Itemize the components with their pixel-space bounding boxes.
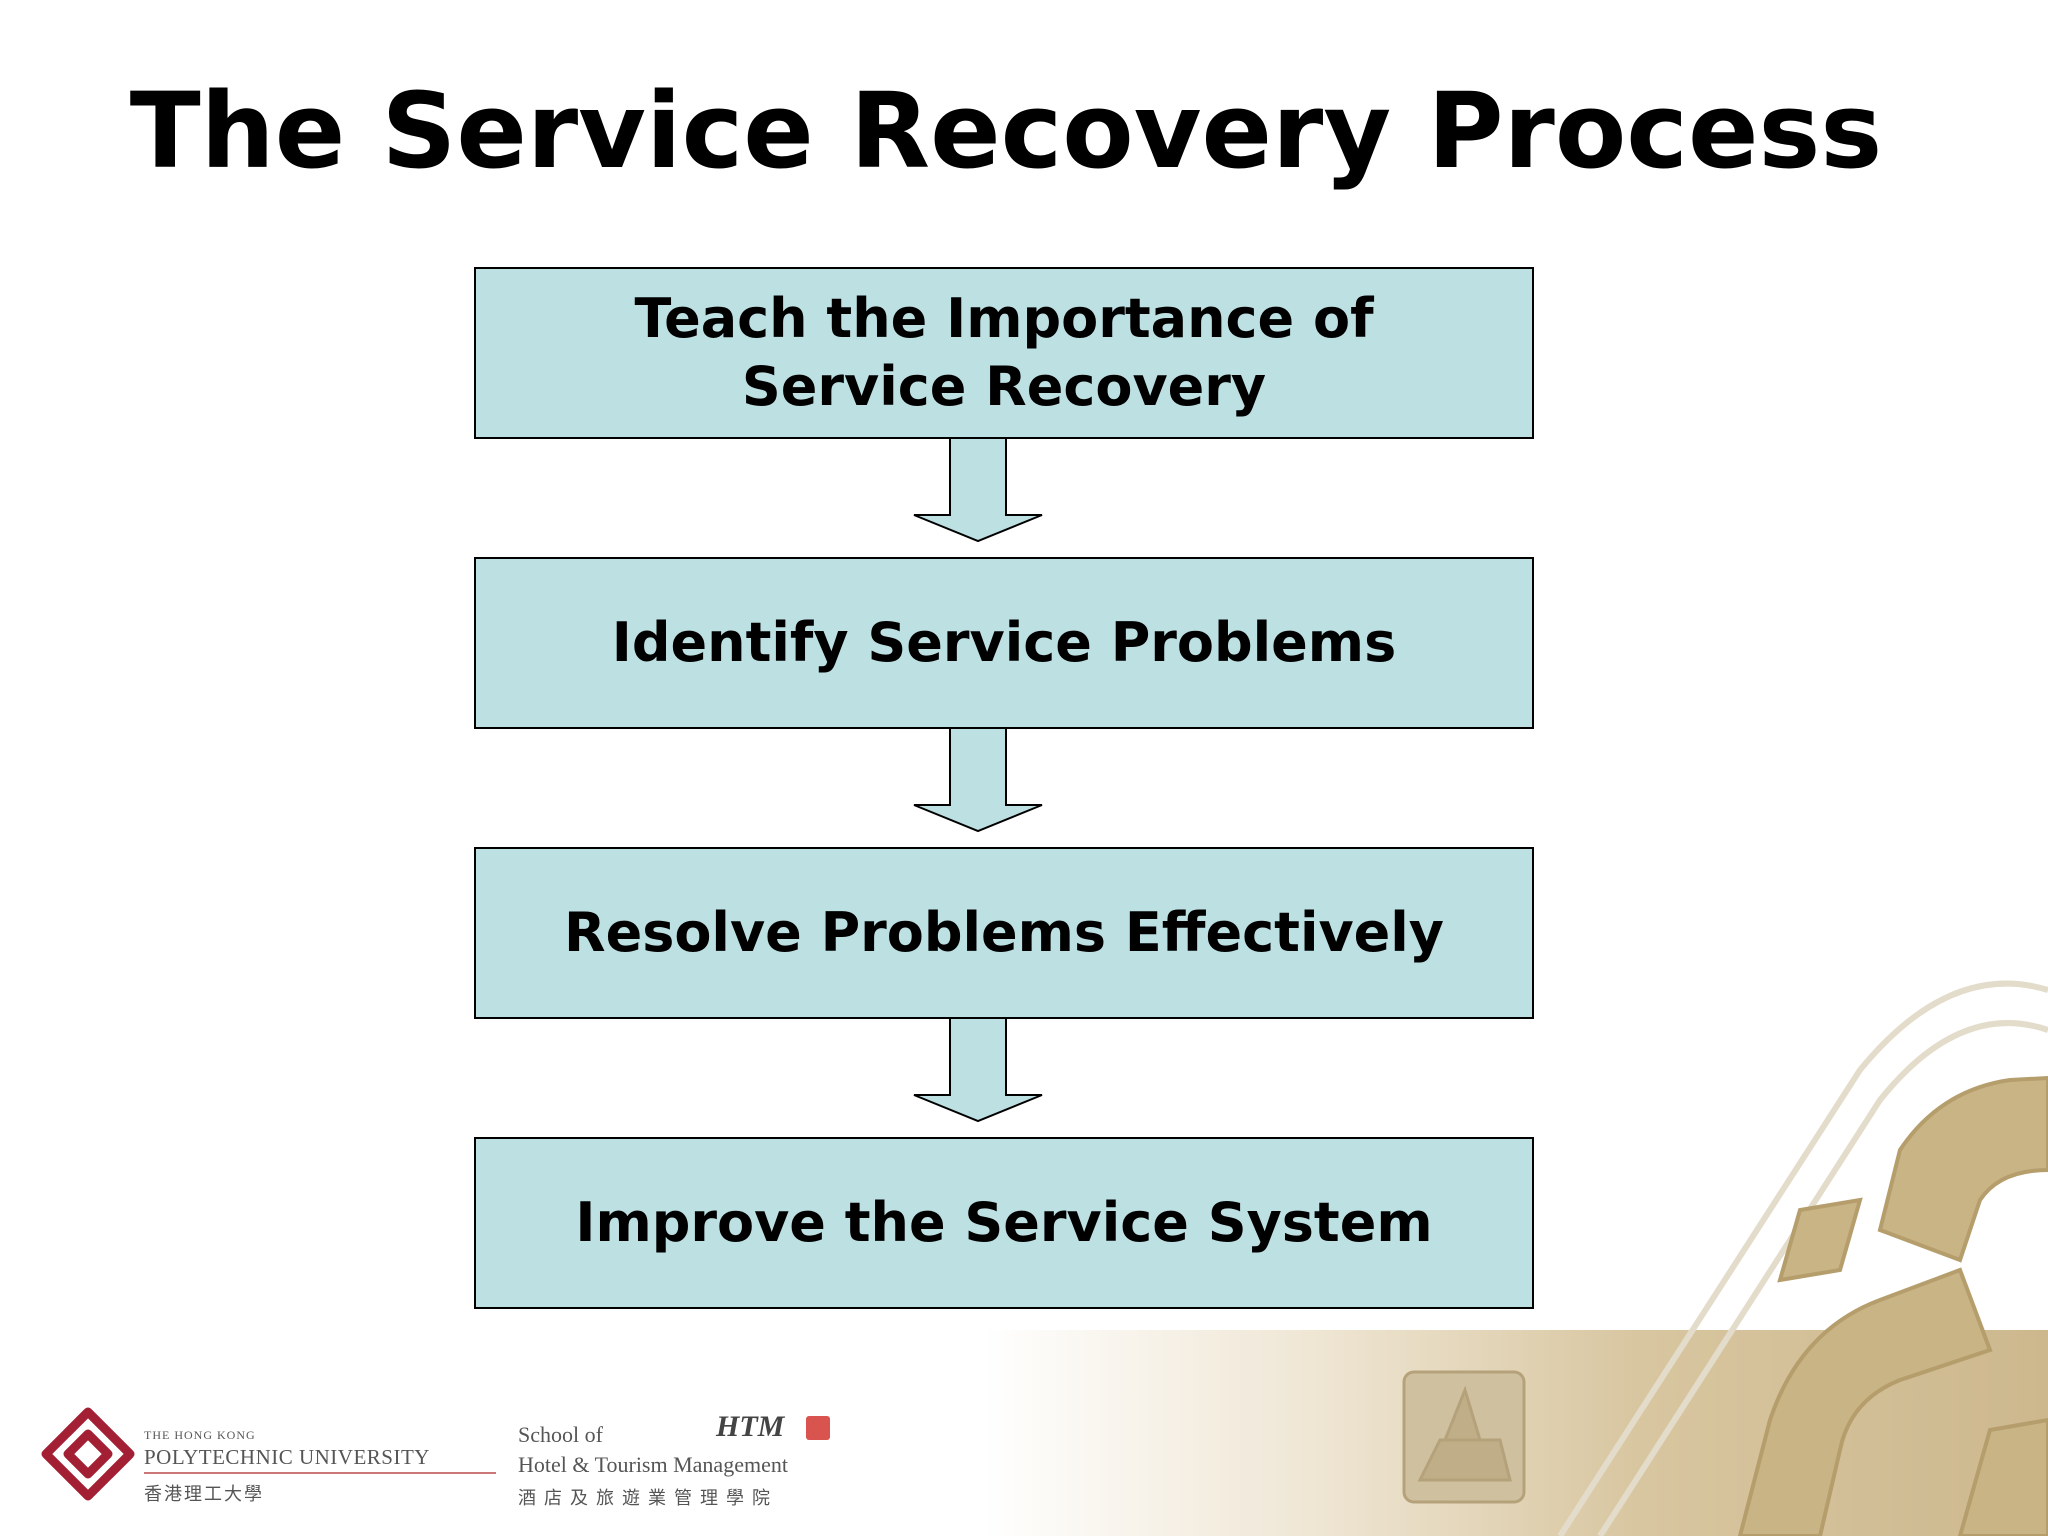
polyu-line1: THE HONG KONG — [144, 1428, 256, 1442]
flow-step-4: Improve the Service System — [474, 1137, 1534, 1309]
polyu-divider — [144, 1472, 496, 1474]
down-arrow-icon — [913, 1017, 1043, 1123]
htm-wordmark: School of Hotel & Tourism Management 酒店及… — [518, 1420, 788, 1510]
polyu-line2: POLYTECHNIC UNIVERSITY — [144, 1445, 430, 1469]
slide-title: The Service Recovery Process — [129, 70, 1883, 192]
polyu-line3: 香港理工大學 — [144, 1484, 264, 1504]
flow-step-2-label: Identify Service Problems — [611, 611, 1397, 674]
background-band — [0, 1330, 2048, 1536]
htm-logo-mark: HTM — [716, 1410, 785, 1443]
flow-step-1: Teach the Importance of Service Recovery — [474, 267, 1534, 439]
htm-seal-icon — [806, 1416, 830, 1440]
flow-step-3-label: Resolve Problems Effectively — [563, 901, 1444, 964]
htm-line2: Hotel & Tourism Management — [518, 1452, 788, 1477]
flow-step-1-label: Teach the Importance of Service Recovery — [634, 287, 1374, 418]
down-arrow-icon — [913, 437, 1043, 543]
flow-step-4-label: Improve the Service System — [575, 1191, 1433, 1254]
polyu-logo-icon — [41, 1407, 135, 1501]
flow-step-3: Resolve Problems Effectively — [474, 847, 1534, 1019]
flow-step-2: Identify Service Problems — [474, 557, 1534, 729]
down-arrow-icon — [913, 727, 1043, 833]
htm-line3: 酒店及旅遊業管理學院 — [518, 1488, 778, 1508]
polyu-wordmark: THE HONG KONG POLYTECHNIC UNIVERSITY 香港理… — [144, 1428, 496, 1506]
htm-line1: School of — [518, 1422, 603, 1447]
